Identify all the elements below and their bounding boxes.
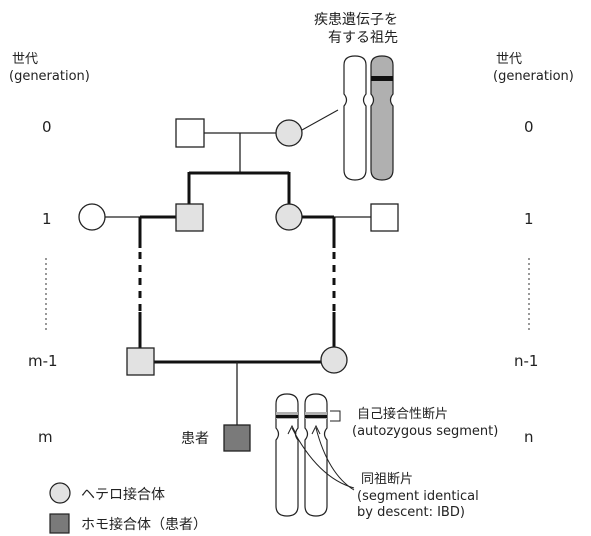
gen1-left-spouse-female <box>79 204 105 230</box>
generation-header-left-line2: (generation) <box>9 69 90 84</box>
gen-left-m-1: m-1 <box>28 352 58 370</box>
gen-left-1: 1 <box>42 210 52 228</box>
autozygous-label-line1: 自己接合性断片 <box>357 406 448 422</box>
gen-n1-carrier-female <box>321 347 347 373</box>
generation-header-right-line2: (generation) <box>493 69 574 84</box>
ancestor-disease-band <box>371 76 393 81</box>
autozygous-label-line2: (autozygous segment) <box>352 424 498 439</box>
patient-affected-male <box>224 425 250 451</box>
patient-chromosome-1-band <box>276 415 298 418</box>
ancestor-chromosome-normal <box>344 56 366 180</box>
gen0-carrier-female <box>276 120 302 146</box>
gen-left-m: m <box>38 428 53 446</box>
gen-m1-carrier-male <box>127 348 154 375</box>
ancestor-label-line2: 有する祖先 <box>328 30 398 46</box>
legend-hetero-label: ヘテロ接合体 <box>81 486 165 503</box>
patient-label: 患者 <box>181 431 209 447</box>
legend-hetero-symbol <box>50 483 70 503</box>
gen-right-n-1: n-1 <box>514 352 538 370</box>
legend-homo-label: ホモ接合体（患者） <box>81 516 207 533</box>
gen-left-0: 0 <box>42 118 52 136</box>
gen1-carrier-female <box>276 204 302 230</box>
generation-header-left-line1: 世代 <box>12 52 38 67</box>
ibd-label-line2: (segment identical <box>357 489 479 504</box>
gen1-right-spouse-male <box>371 204 398 231</box>
autozygous-bracket <box>330 411 340 421</box>
gen-right-n: n <box>524 428 534 446</box>
generation-header-right-line1: 世代 <box>496 52 522 67</box>
ibd-label-line1: 同祖断片 <box>361 472 413 487</box>
gen-right-0: 0 <box>524 118 534 136</box>
patient-chromosome-2-band <box>305 415 327 418</box>
gen1-carrier-male <box>176 204 203 231</box>
gen-right-1: 1 <box>524 210 534 228</box>
ancestor-label-line1: 疾患遺伝子を <box>314 12 398 28</box>
legend-homo-symbol <box>50 514 69 533</box>
gen0-male <box>176 119 204 147</box>
ancestor-chromosome-disease <box>371 56 393 180</box>
ancestor-pointer-line <box>302 110 338 130</box>
ibd-label-line3: by descent: IBD) <box>357 505 465 520</box>
